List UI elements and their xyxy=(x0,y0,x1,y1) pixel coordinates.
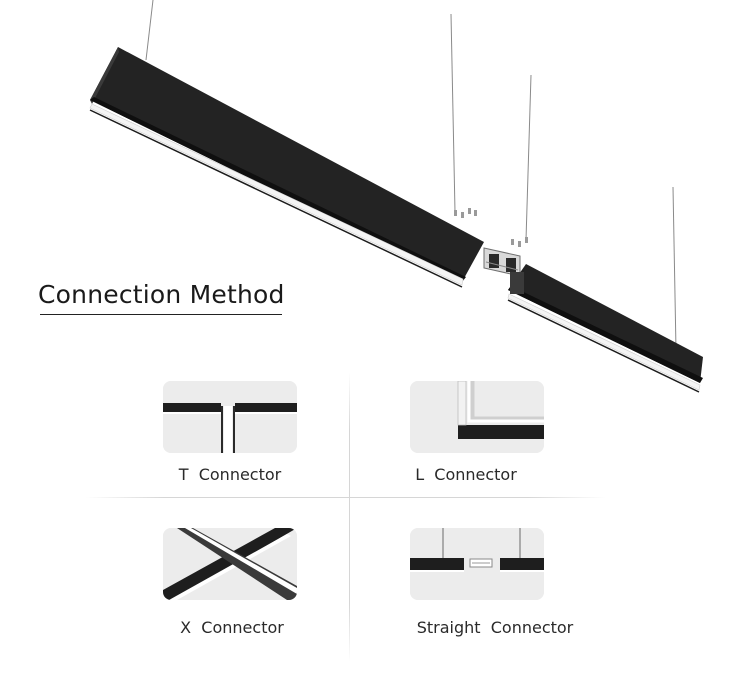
l-connector-icon xyxy=(410,381,544,453)
t-connector-icon xyxy=(163,381,297,453)
grid-divider-vertical xyxy=(349,372,350,662)
straight-connector-part xyxy=(483,247,521,277)
cable-grips xyxy=(454,208,528,247)
x-connector-label: X Connector xyxy=(180,618,284,637)
x-connector-icon xyxy=(163,528,297,600)
l-connector-label: L Connector xyxy=(415,465,517,484)
suspension-wire xyxy=(450,13,456,213)
short-fixture xyxy=(507,264,703,393)
suspension-wire xyxy=(145,0,154,61)
grid-divider-horizontal xyxy=(86,497,606,498)
straight-connector-icon xyxy=(410,528,544,600)
suspension-wire xyxy=(672,186,677,351)
suspension-wire xyxy=(525,74,532,241)
title-underline xyxy=(40,314,282,315)
t-connector-label: T Connector xyxy=(178,465,282,484)
section-title: Connection Method xyxy=(38,280,285,309)
long-fixture xyxy=(89,47,484,288)
straight-connector-label: Straight Connector xyxy=(416,618,574,637)
